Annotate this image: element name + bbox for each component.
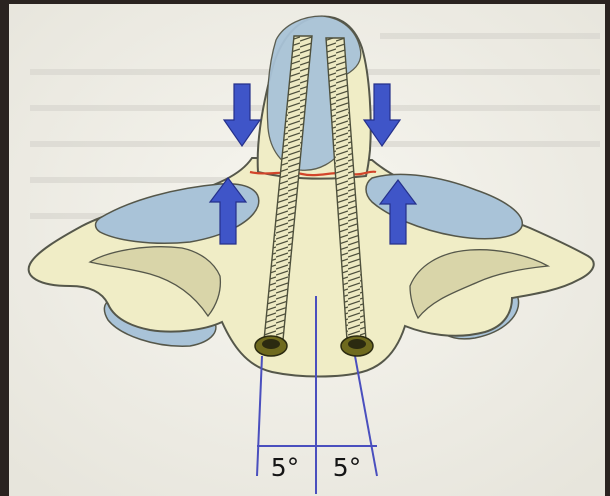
left-angle-label: 5° xyxy=(271,453,299,482)
right-angle-label: 5° xyxy=(333,453,361,482)
